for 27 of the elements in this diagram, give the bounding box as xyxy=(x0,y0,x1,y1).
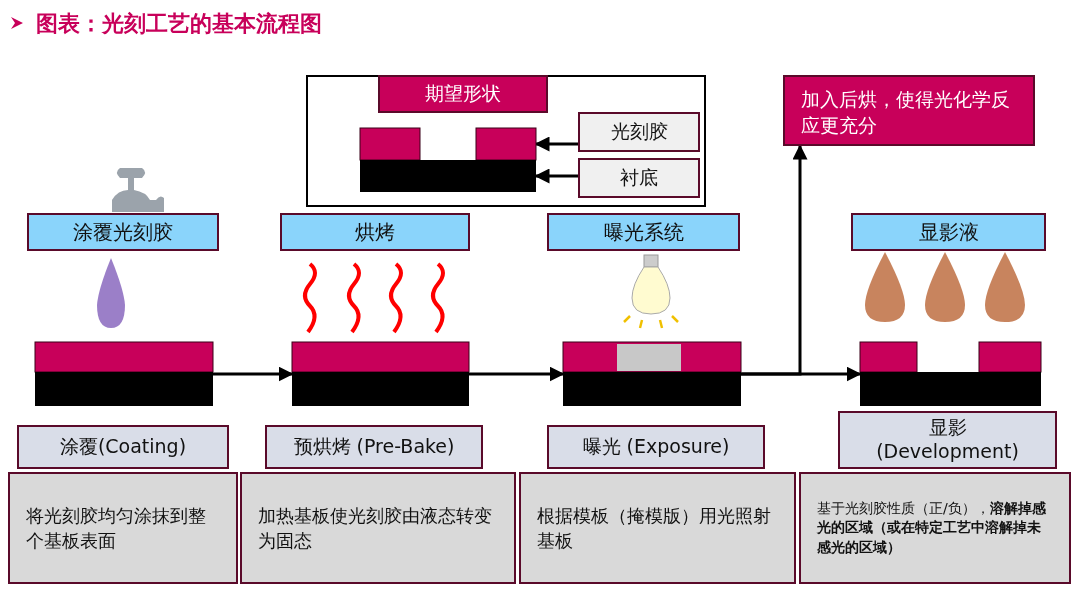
description-panel: 基于光刻胶性质（正/负），溶解掉感光的区域（或在特定工艺中溶解掉未感光的区域） xyxy=(799,472,1071,584)
note-panel: 加入后烘，使得光化学反应更充分 xyxy=(783,75,1035,146)
description-panel: 根据模板（掩模版）用光照射基板 xyxy=(519,472,796,584)
frame-title: 期望形状 xyxy=(378,75,548,113)
wafer-drawing xyxy=(35,342,213,406)
wafer-drawing xyxy=(860,342,1041,406)
substrate-drawing xyxy=(360,160,536,192)
equipment-label: 涂覆光刻胶 xyxy=(27,213,219,251)
arrow xyxy=(741,144,808,376)
photoresist-drawing xyxy=(360,128,536,160)
step-label: 曝光 (Exposure) xyxy=(547,425,765,469)
description-panel: 将光刻胶均匀涂抹到整个基板表面 xyxy=(8,472,238,584)
diagram-title: 图表：光刻工艺的基本流程图 xyxy=(36,10,322,38)
description-panel: 加热基板使光刻胶由液态转变为固态 xyxy=(240,472,516,584)
step-label: 涂覆(Coating) xyxy=(17,425,229,469)
arrow xyxy=(213,366,294,382)
equipment-label: 烘烤 xyxy=(280,213,470,251)
step-label: 预烘烤 (Pre-Bake) xyxy=(265,425,483,469)
wafer-drawing xyxy=(563,342,741,406)
part-label: 衬底 xyxy=(578,158,700,198)
part-label: 光刻胶 xyxy=(578,112,700,152)
arrow xyxy=(469,366,565,382)
wafer-drawing xyxy=(292,342,469,406)
equipment-label: 显影液 xyxy=(851,213,1046,251)
diagram-frame xyxy=(306,75,706,207)
step-label: 显影 (Development) xyxy=(838,411,1057,469)
equipment-label: 曝光系统 xyxy=(547,213,740,251)
